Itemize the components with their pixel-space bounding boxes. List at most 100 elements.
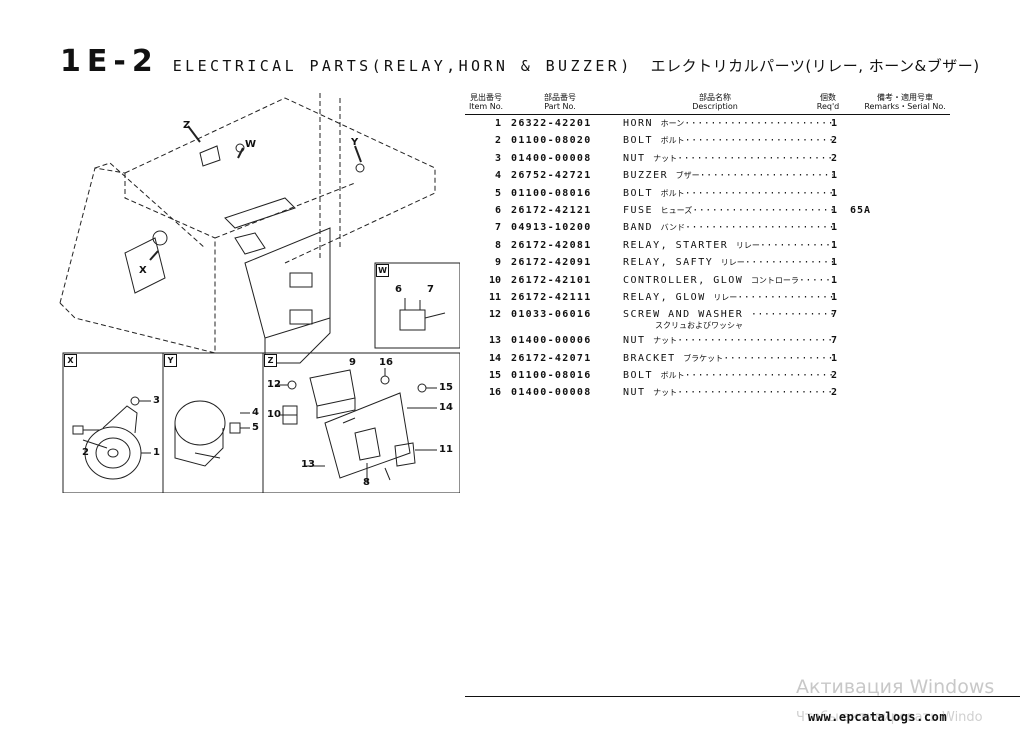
description-jp: バンド — [660, 223, 686, 233]
quantity: 2 — [830, 135, 838, 147]
detail-box-y — [162, 352, 264, 493]
bottom-rule — [465, 696, 1020, 697]
quantity: 1 — [830, 257, 838, 269]
part-number: 01400-00008 — [511, 387, 592, 399]
relay-bracket-part — [275, 368, 437, 483]
quantity: 2 — [830, 152, 838, 164]
part-number: 01400-00006 — [511, 335, 592, 347]
view-marker-x: X — [139, 265, 147, 276]
detail-tag-y: Y — [164, 354, 177, 367]
description-jp: ナット — [653, 153, 678, 163]
title-english: ELECTRICAL PARTS(RELAY,HORN & BUZZER) — [172, 57, 633, 75]
callout-8: 8 — [363, 477, 370, 488]
quantity: 7 — [830, 309, 838, 321]
detail-tag-w: W — [376, 264, 389, 277]
description-jp: ブラケット — [683, 353, 724, 363]
part-number: 26172-42121 — [511, 204, 592, 216]
part-number: 01400-00008 — [511, 152, 592, 164]
buzzer-part — [174, 400, 250, 467]
description-jp: リレー — [735, 240, 760, 250]
table-row: 15 01100-08016 BOLT ボルト···················… — [465, 367, 950, 384]
description-en: FUSE — [623, 204, 654, 216]
description-en: RELAY, STARTER — [623, 239, 729, 251]
page-title: 1E-2 ELECTRICAL PARTS(RELAY,HORN & BUZZE… — [60, 44, 980, 84]
description-jp: リレー — [713, 292, 738, 302]
callout-7: 7 — [427, 284, 434, 295]
view-marker-w: W — [245, 139, 257, 150]
description-en: NUT — [623, 387, 646, 399]
item-number: 12 — [488, 309, 501, 321]
item-number: 4 — [494, 170, 501, 182]
description-en: HORN — [623, 118, 654, 129]
part-number: 26322-42201 — [511, 118, 592, 129]
description: BUZZER ブザー······························… — [623, 170, 833, 182]
item-number: 16 — [488, 387, 501, 399]
item-number: 7 — [494, 222, 501, 234]
description-jp: コントローラ — [750, 275, 799, 285]
part-number: 26172-42101 — [511, 274, 592, 286]
description-jp: リレー — [720, 258, 745, 268]
callout-4: 4 — [252, 407, 259, 418]
callout-2: 2 — [82, 447, 89, 458]
description: BOLT ボルト································… — [623, 370, 833, 382]
activation-watermark: Активация Windows — [796, 676, 995, 698]
quantity: 2 — [830, 370, 838, 382]
item-number: 1 — [494, 118, 501, 129]
quantity: 1 — [830, 274, 838, 286]
horn-part — [72, 396, 151, 480]
description-jp: ナット — [653, 388, 678, 398]
description-jp: ボルト — [660, 136, 685, 146]
view-marker-y: Y — [351, 137, 359, 148]
callout-3: 3 — [153, 395, 160, 406]
parts-illustration: Z W Y X W X Y Z 1 2 3 4 5 6 7 8 9 10 11 … — [55, 88, 460, 493]
parts-rows: 1 26322-42201 HORN ホーン····················… — [465, 115, 950, 402]
callout-1: 1 — [153, 447, 160, 458]
quantity: 2 — [830, 387, 838, 399]
part-number: 26172-42081 — [511, 239, 592, 251]
description: SCREW AND WASHER ·······················… — [623, 309, 833, 321]
description-jp: ホーン — [660, 119, 685, 128]
detail-box-z — [262, 352, 460, 493]
item-number: 15 — [488, 370, 501, 382]
part-number: 01100-08016 — [511, 370, 592, 382]
view-marker-z: Z — [183, 120, 191, 131]
description: FUSE ヒューズ·······························… — [623, 204, 833, 216]
description-jp: ボルト — [660, 371, 685, 381]
description-en: BOLT — [623, 370, 654, 382]
machine-frame — [59, 93, 436, 354]
description-en: BAND — [623, 222, 654, 234]
part-number: 26172-42111 — [511, 291, 592, 303]
detail-tag-z: Z — [264, 354, 277, 367]
table-row: 6 26172-42121 FUSE ヒューズ···················… — [465, 202, 950, 219]
item-number: 10 — [488, 274, 501, 286]
description-en: NUT — [623, 335, 646, 347]
part-number: 01100-08020 — [511, 135, 592, 147]
item-number: 13 — [488, 335, 501, 347]
footer-url[interactable]: www.epcatalogs.com — [808, 710, 948, 724]
detail-tag-x: X — [64, 354, 77, 367]
callout-6: 6 — [395, 284, 402, 295]
callout-11: 11 — [439, 444, 453, 455]
quantity: 7 — [830, 335, 838, 347]
callout-10: 10 — [267, 409, 281, 420]
description: BRACKET ブラケット···························… — [623, 352, 833, 364]
description: BOLT ボルト································… — [623, 187, 833, 199]
table-row: 1 26322-42201 HORN ホーン····················… — [465, 115, 950, 132]
item-number: 6 — [494, 204, 501, 216]
quantity: 1 — [830, 291, 838, 303]
part-number: 26752-42721 — [511, 170, 592, 182]
description-en: RELAY, SAFTY — [623, 257, 714, 269]
description: NUT ナット·································… — [623, 335, 833, 347]
description: NUT ナット·································… — [623, 387, 833, 399]
description-en: NUT — [623, 152, 646, 164]
description: HORN ホーン································… — [623, 118, 833, 129]
part-number: 26172-42071 — [511, 352, 592, 364]
